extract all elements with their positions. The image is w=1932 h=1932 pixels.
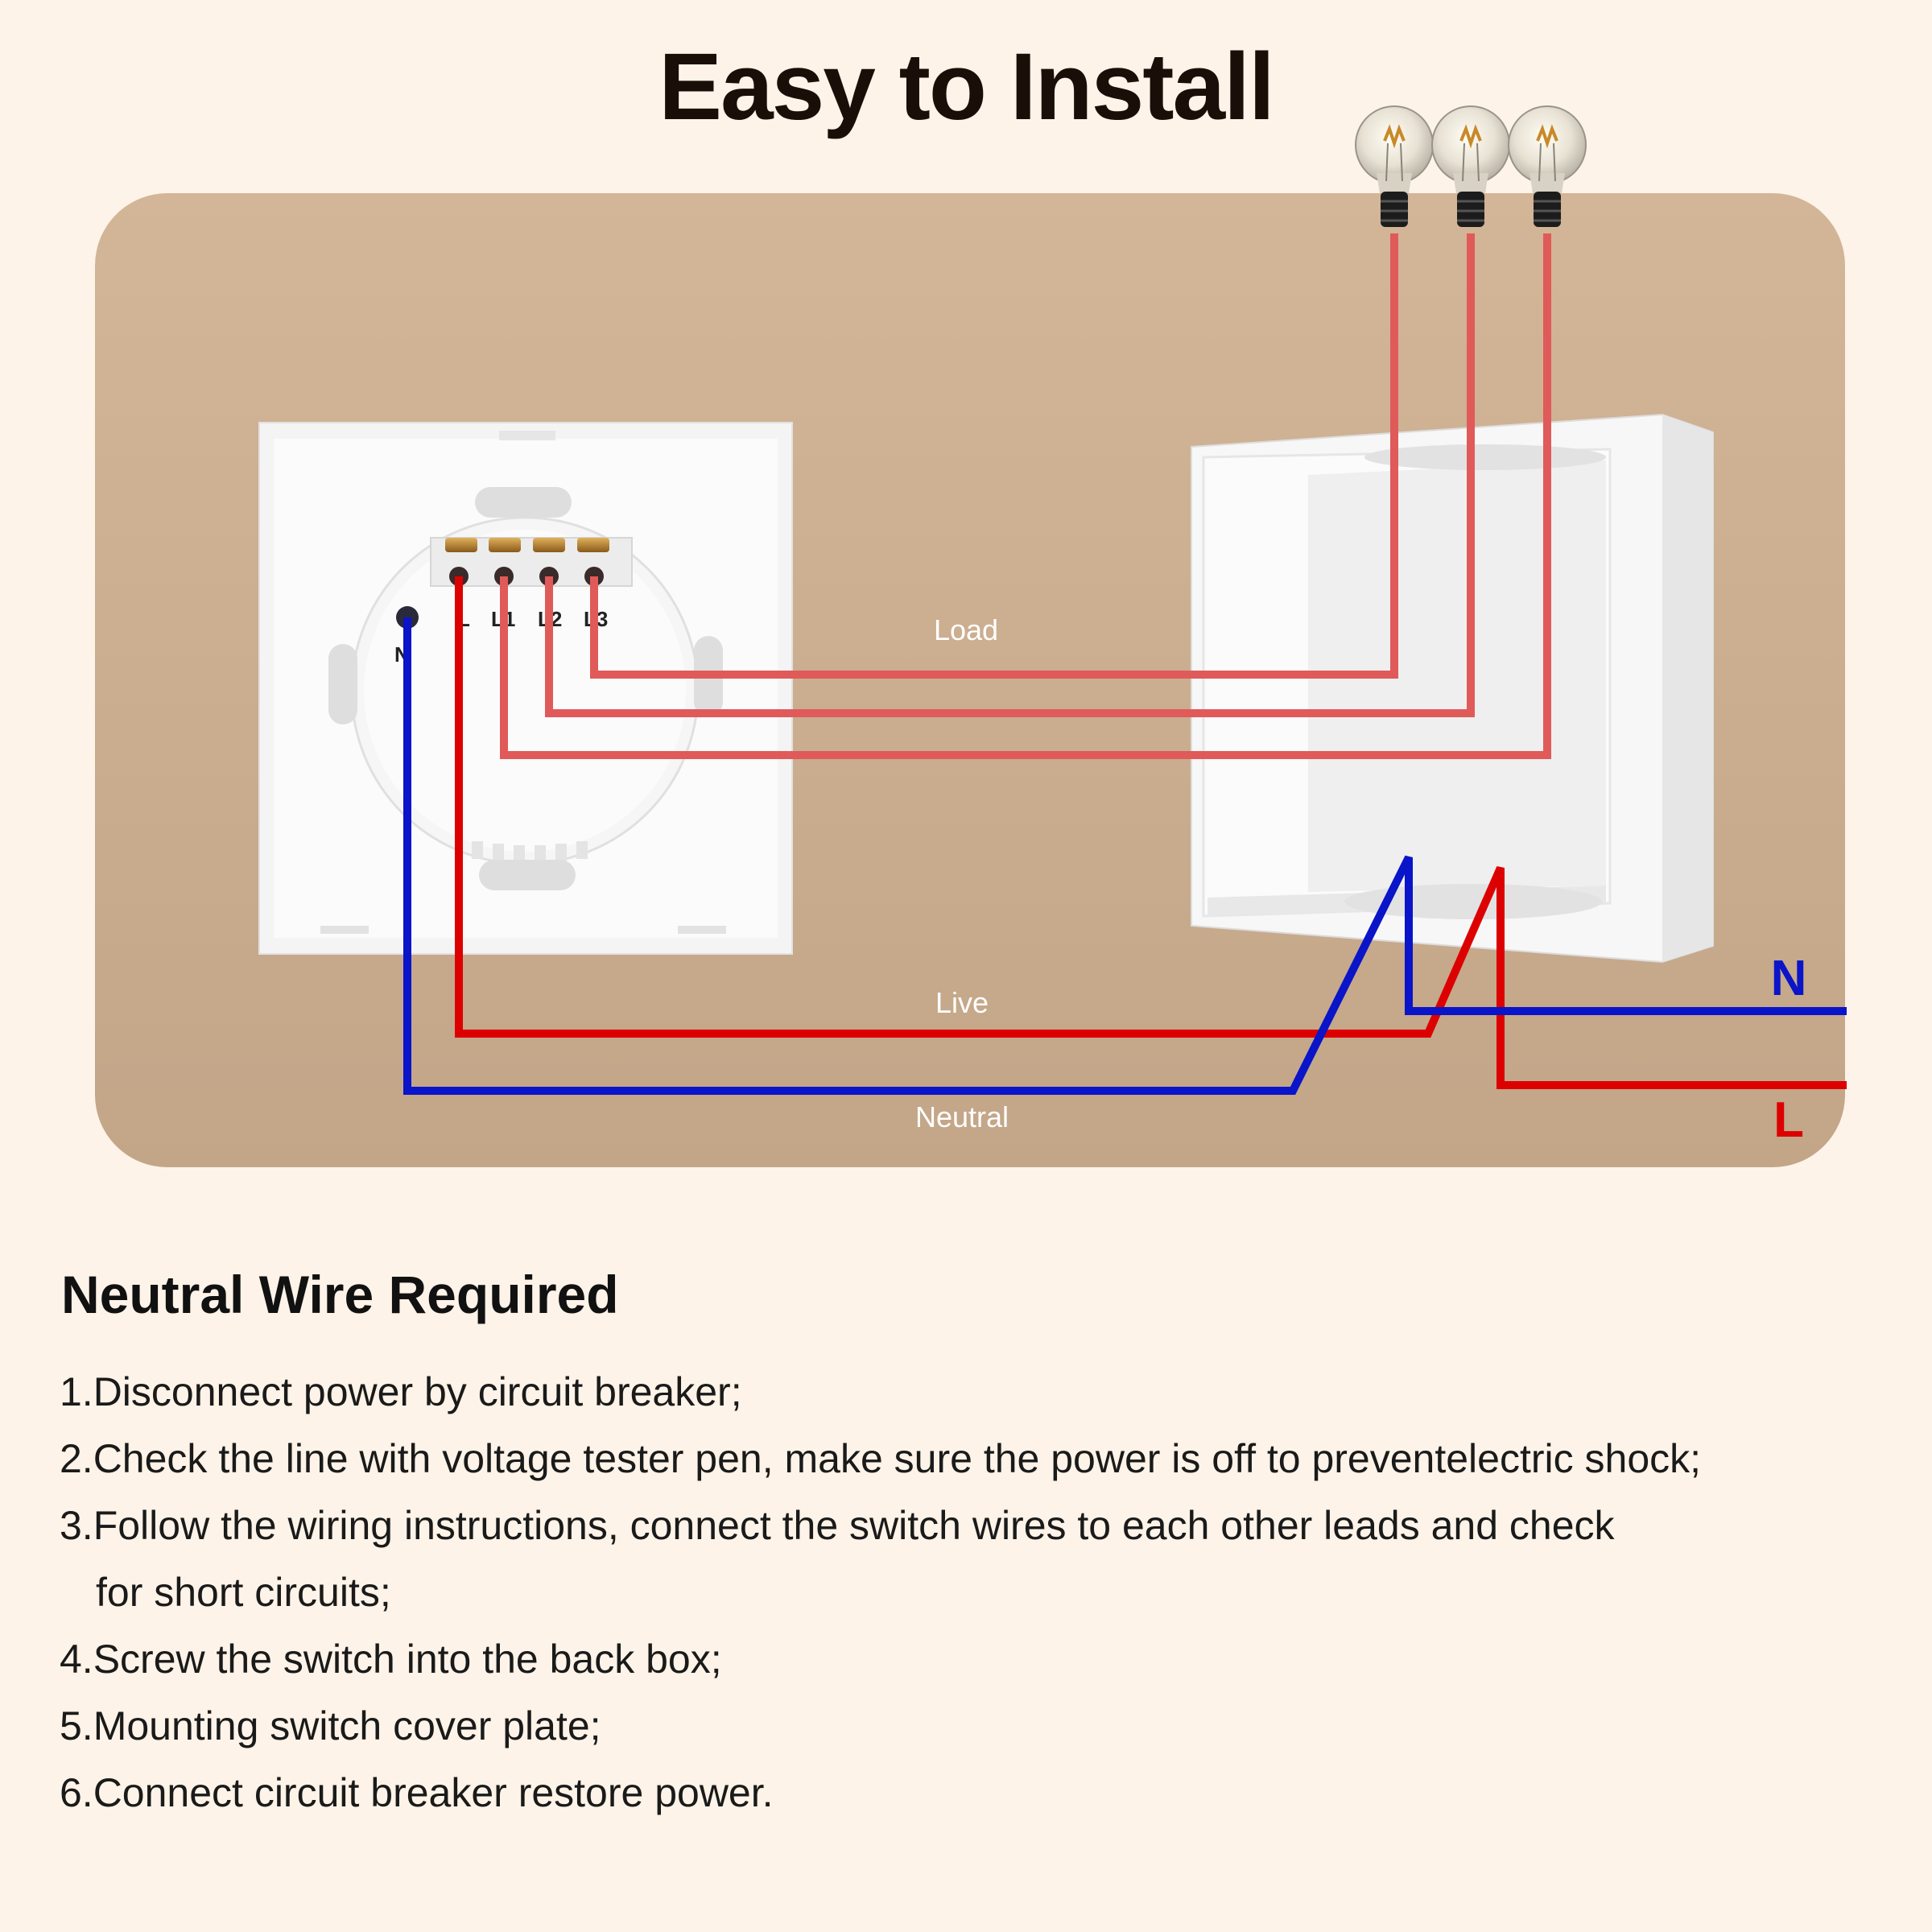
instruction-step: 4.Screw the switch into the back box; — [60, 1637, 722, 1682]
instruction-step: 5.Mounting switch cover plate; — [60, 1703, 601, 1748]
supply-label-l: L — [1773, 1092, 1804, 1148]
instruction-step: 1.Disconnect power by circuit breaker; — [60, 1369, 742, 1414]
live-wire — [455, 576, 1847, 1089]
neutral-wire — [403, 617, 1847, 1095]
instructions-heading: Neutral Wire Required — [61, 1265, 619, 1324]
switch-back-plate: N L L1 L2 L3 — [258, 422, 793, 955]
wiring-diagram: N L L1 L2 L3 Load Live Neutral N L — [95, 105, 1847, 1167]
load-wire-l1 — [500, 233, 1551, 759]
light-bulb-icon — [1508, 105, 1587, 227]
junction-box — [1191, 413, 1714, 964]
instruction-step: 3.Follow the wiring instructions, connec… — [60, 1503, 1615, 1548]
page-title: Easy to Install — [658, 34, 1275, 140]
instruction-step: 6.Connect circuit breaker restore power. — [60, 1770, 774, 1815]
wire-label-load: Load — [934, 613, 998, 646]
load-wires — [500, 233, 1551, 759]
instruction-step: 2.Check the line with voltage tester pen… — [60, 1436, 1702, 1481]
wire-label-live: Live — [935, 986, 989, 1019]
instruction-steps: 1.Disconnect power by circuit breaker; 2… — [60, 1359, 1911, 1827]
light-bulb-icon — [1431, 105, 1510, 227]
load-wire-l3 — [590, 233, 1398, 679]
supply-label-n: N — [1771, 951, 1807, 1006]
wire-label-neutral: Neutral — [915, 1100, 1009, 1133]
light-bulbs — [1355, 105, 1587, 227]
load-wire-l2 — [545, 233, 1475, 717]
instruction-step-continuation: for short circuits; — [96, 1570, 391, 1615]
